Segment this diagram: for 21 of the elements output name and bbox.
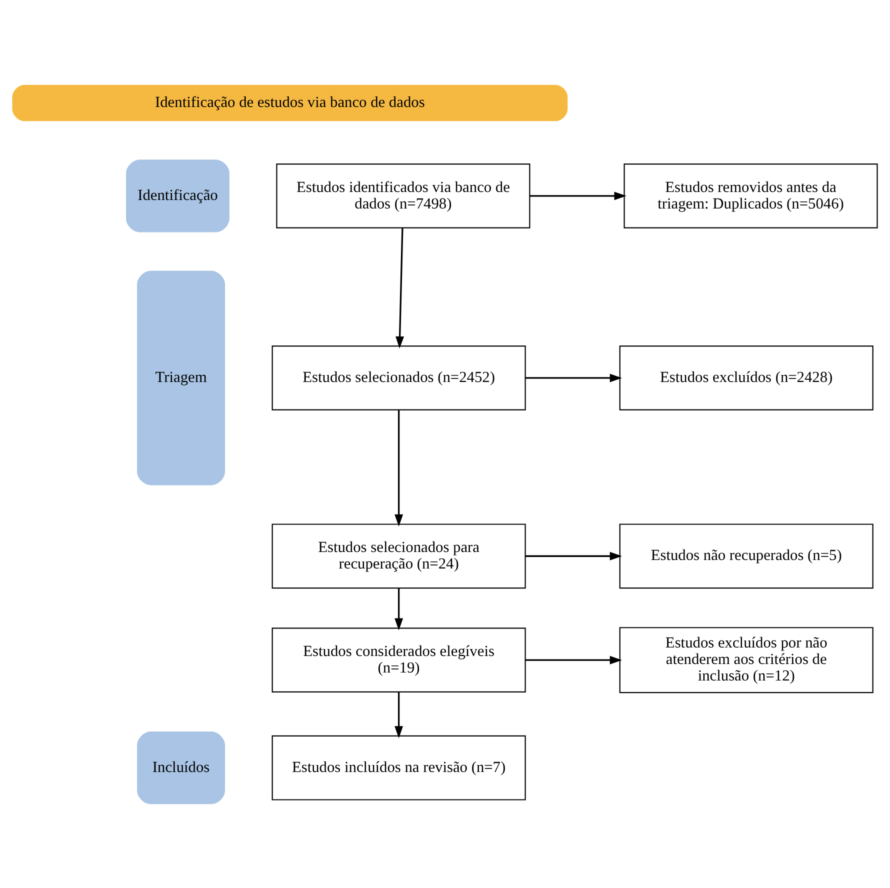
arrow <box>530 191 626 200</box>
node-box: Estudos incluídos na revisão (n=7) <box>272 734 526 800</box>
node-box: Estudos selecionados (n=2452) <box>272 345 526 410</box>
node-box: Identificação de estudos via banco de dados <box>12 84 568 121</box>
arrow <box>525 373 622 382</box>
node-box: Estudos selecionados para recuperação (n=24) <box>272 523 526 588</box>
node-box: Estudos não recuperados (n=5) <box>619 523 874 588</box>
arrow <box>394 410 404 526</box>
node-box: Triagem <box>137 270 226 485</box>
node-box: Estudos excluídos (n=2428) <box>619 345 874 410</box>
arrow <box>396 227 404 348</box>
node-box: Estudos removidos antes da triagem: Duplicados (n=5046) <box>624 162 878 228</box>
arrow <box>525 655 622 664</box>
arrow <box>525 551 622 560</box>
node-box: Incluídos <box>137 731 226 804</box>
arrow <box>394 588 404 630</box>
node-box: Identificação <box>126 159 230 232</box>
node-box: Estudos identificados via banco de dados (n=7498) <box>276 162 530 228</box>
node-box: Estudos considerados elegíveis (n=19) <box>272 627 526 692</box>
node-box: Estudos excluídos por não atenderem aos critérios de inclusão (n=12) <box>619 626 874 693</box>
arrow <box>394 692 404 738</box>
